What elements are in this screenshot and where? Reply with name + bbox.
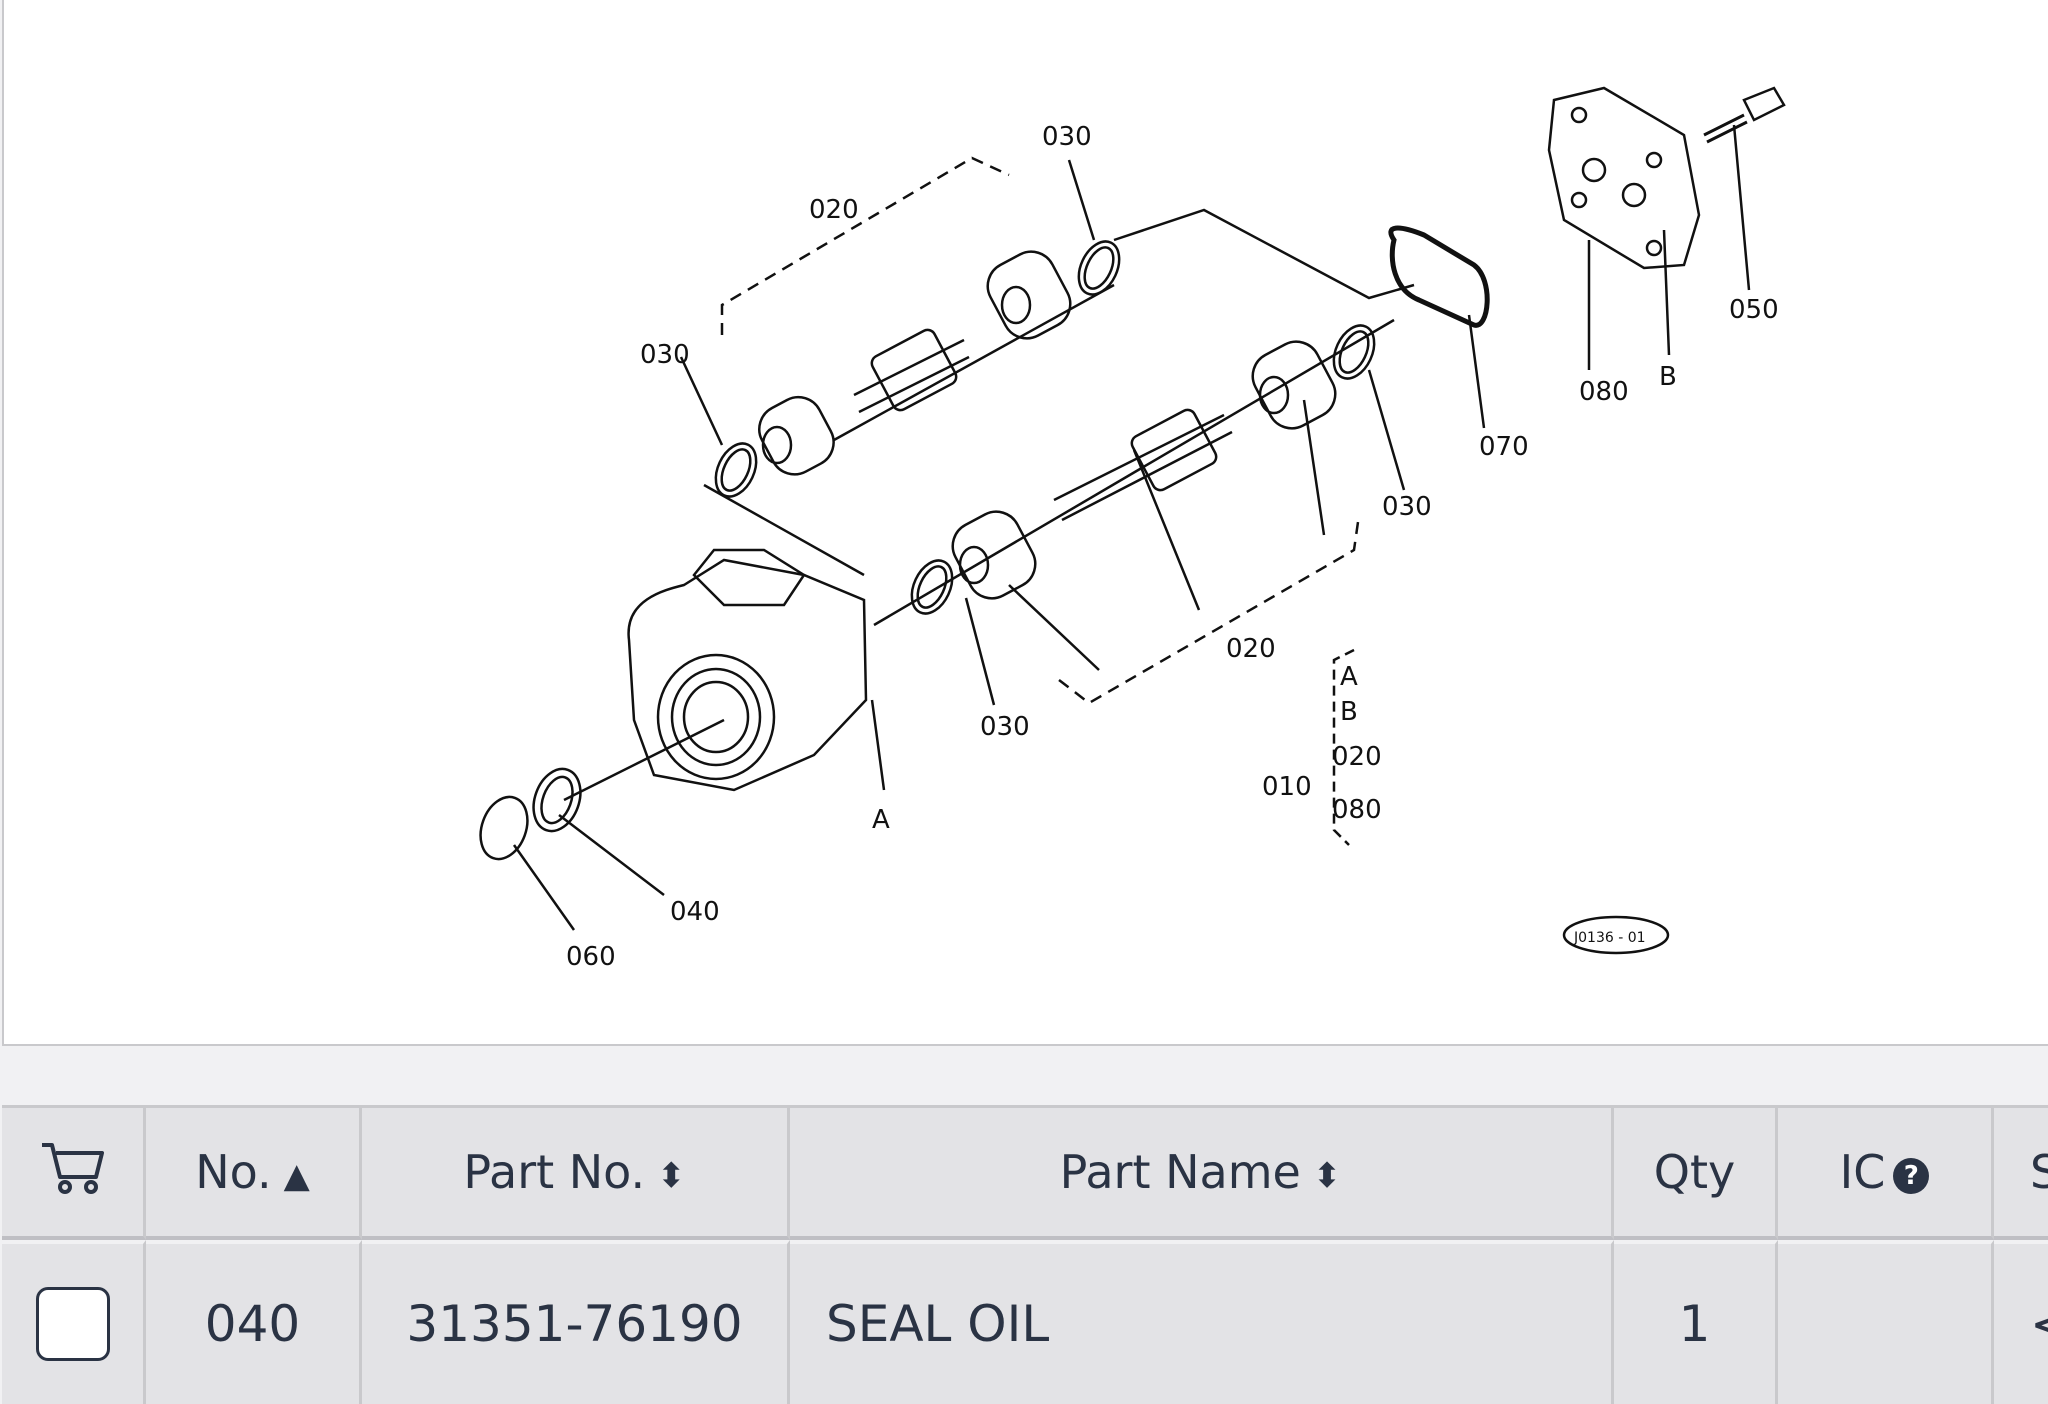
extra-header-label: S	[2030, 1145, 2048, 1199]
extra-column-header: S	[1994, 1105, 2048, 1240]
callout-030-top: 030	[1042, 122, 1092, 152]
sort-icon: ⬍	[1312, 1155, 1342, 1196]
callout-020-list: 020	[1332, 742, 1382, 772]
callout-030-right: 030	[1382, 492, 1432, 522]
quantity-cell: 1	[1614, 1240, 1778, 1404]
ic-header-label: IC	[1839, 1145, 1886, 1199]
cart-column-header[interactable]	[2, 1105, 146, 1240]
cart-icon	[41, 1142, 104, 1194]
part-number-cell: 31351-76190	[362, 1240, 790, 1404]
callout-010: 010	[1262, 772, 1312, 802]
extra-cell: <=	[1994, 1240, 2048, 1404]
part-no-column-header[interactable]: Part No. ⬍	[362, 1105, 790, 1240]
callout-b-cover: B	[1659, 362, 1677, 392]
exploded-parts-diagram: 030 020 030 050 080 B 070 030 020 A B 02…	[479, 86, 1786, 972]
callout-020-lower: 020	[1226, 634, 1276, 664]
part-name-header-label: Part Name	[1059, 1145, 1301, 1199]
add-to-cart-cell	[2, 1240, 146, 1404]
callout-030-left: 030	[640, 340, 690, 370]
no-header-label: No.	[195, 1145, 272, 1199]
callout-a-list: A	[1340, 662, 1358, 692]
ic-cell	[1778, 1240, 1994, 1404]
parts-diagram-panel: 030 020 030 050 080 B 070 030 020 A B 02…	[2, 0, 2048, 1046]
callout-030-bottom: 030	[980, 712, 1030, 742]
no-column-header[interactable]: No. ▲	[146, 1105, 362, 1240]
help-icon[interactable]: ?	[1893, 1157, 1930, 1194]
callout-080: 080	[1579, 377, 1629, 407]
add-to-cart-checkbox[interactable]	[35, 1287, 110, 1361]
part-no-header-label: Part No.	[463, 1145, 646, 1199]
qty-header-label: Qty	[1653, 1145, 1736, 1199]
ic-column-header: IC?	[1778, 1105, 1994, 1240]
callout-050: 050	[1729, 295, 1779, 325]
part-name-column-header[interactable]: Part Name ⬍	[790, 1105, 1614, 1240]
callout-070: 070	[1479, 432, 1529, 462]
part-name-cell: SEAL OIL	[790, 1240, 1614, 1404]
qty-column-header: Qty	[1614, 1105, 1778, 1240]
callout-b-list: B	[1340, 697, 1358, 727]
callout-080-list: 080	[1332, 795, 1382, 825]
sort-ascending-icon: ▲	[283, 1155, 310, 1196]
table-header-row: No. ▲ Part No. ⬍ Part Name ⬍ Qty IC? S	[2, 1105, 2048, 1240]
diagram-reference-code: J0136 - 01	[1573, 930, 1646, 946]
item-no-cell: 040	[146, 1240, 362, 1404]
sort-icon: ⬍	[657, 1155, 686, 1196]
callout-a-housing: A	[872, 805, 890, 835]
callout-020-upper: 020	[809, 195, 859, 225]
callout-040: 040	[670, 897, 720, 927]
parts-table: No.▲ Part No.⬍ Part Name⬍ Qty IC? S 04	[2, 1105, 2048, 1404]
callout-060: 060	[566, 942, 616, 972]
table-row[interactable]: 040 31351-76190 SEAL OIL 1 <=	[2, 1240, 2048, 1404]
